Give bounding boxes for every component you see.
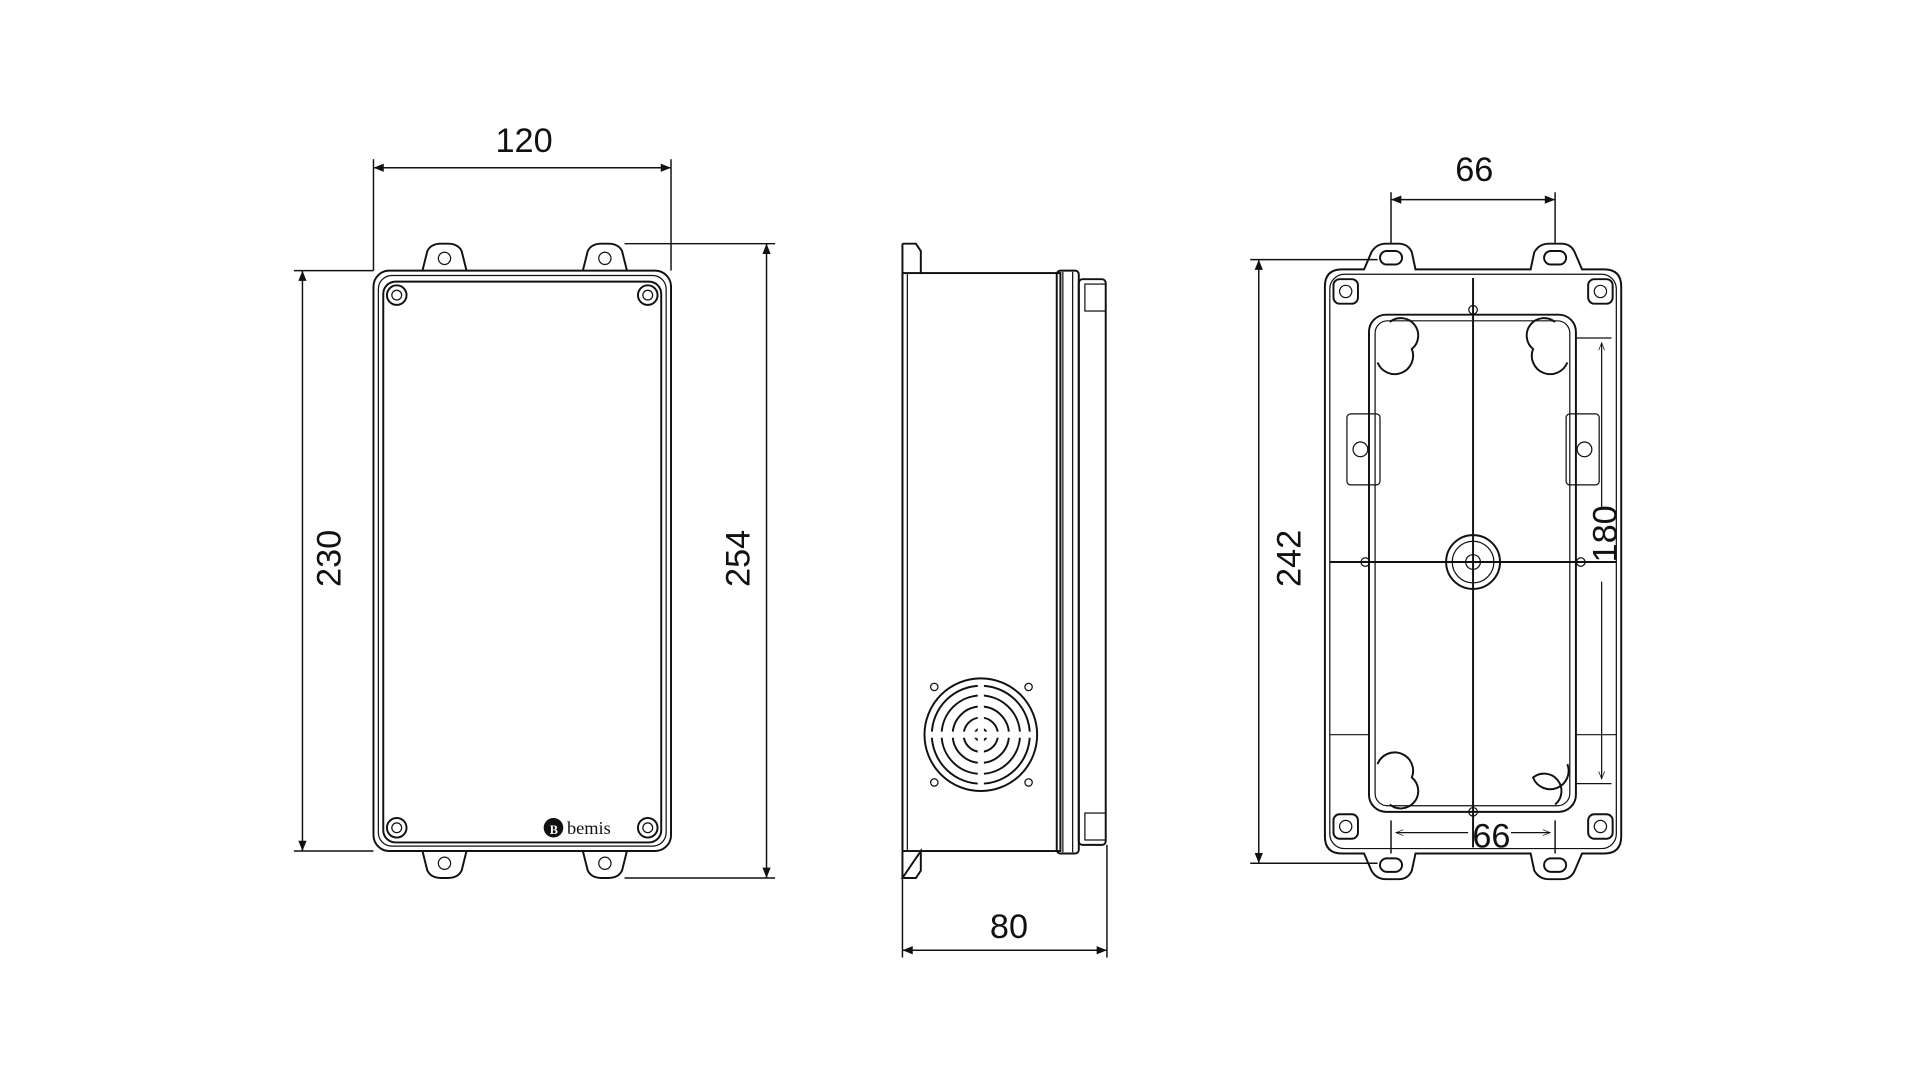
svg-text:bemis: bemis — [567, 818, 611, 838]
side-view: 80 — [900, 242, 1108, 958]
overall-height-dimension-label: 254 — [719, 530, 757, 587]
width-dimension-label: 120 — [495, 122, 552, 160]
front-view: B bemis 120 230 254 — [293, 122, 776, 879]
height-dimension-label: 230 — [310, 530, 348, 587]
cable-knockout — [923, 677, 1039, 793]
back-view: 66 242 180 66 — [1250, 151, 1624, 881]
depth-dimension-label: 80 — [990, 908, 1028, 946]
tab-spacing-top-label: 66 — [1455, 151, 1493, 189]
svg-text:B: B — [550, 823, 558, 837]
back-overall-height-label: 242 — [1270, 530, 1308, 587]
mount-spacing-label: 180 — [1586, 505, 1624, 562]
bemis-logo: B bemis — [543, 818, 611, 838]
lid-screws — [385, 284, 659, 839]
mounting-slots — [1379, 250, 1568, 873]
corner-screw-bosses — [1332, 278, 1614, 840]
tab-spacing-bottom-label: 66 — [1472, 817, 1510, 855]
